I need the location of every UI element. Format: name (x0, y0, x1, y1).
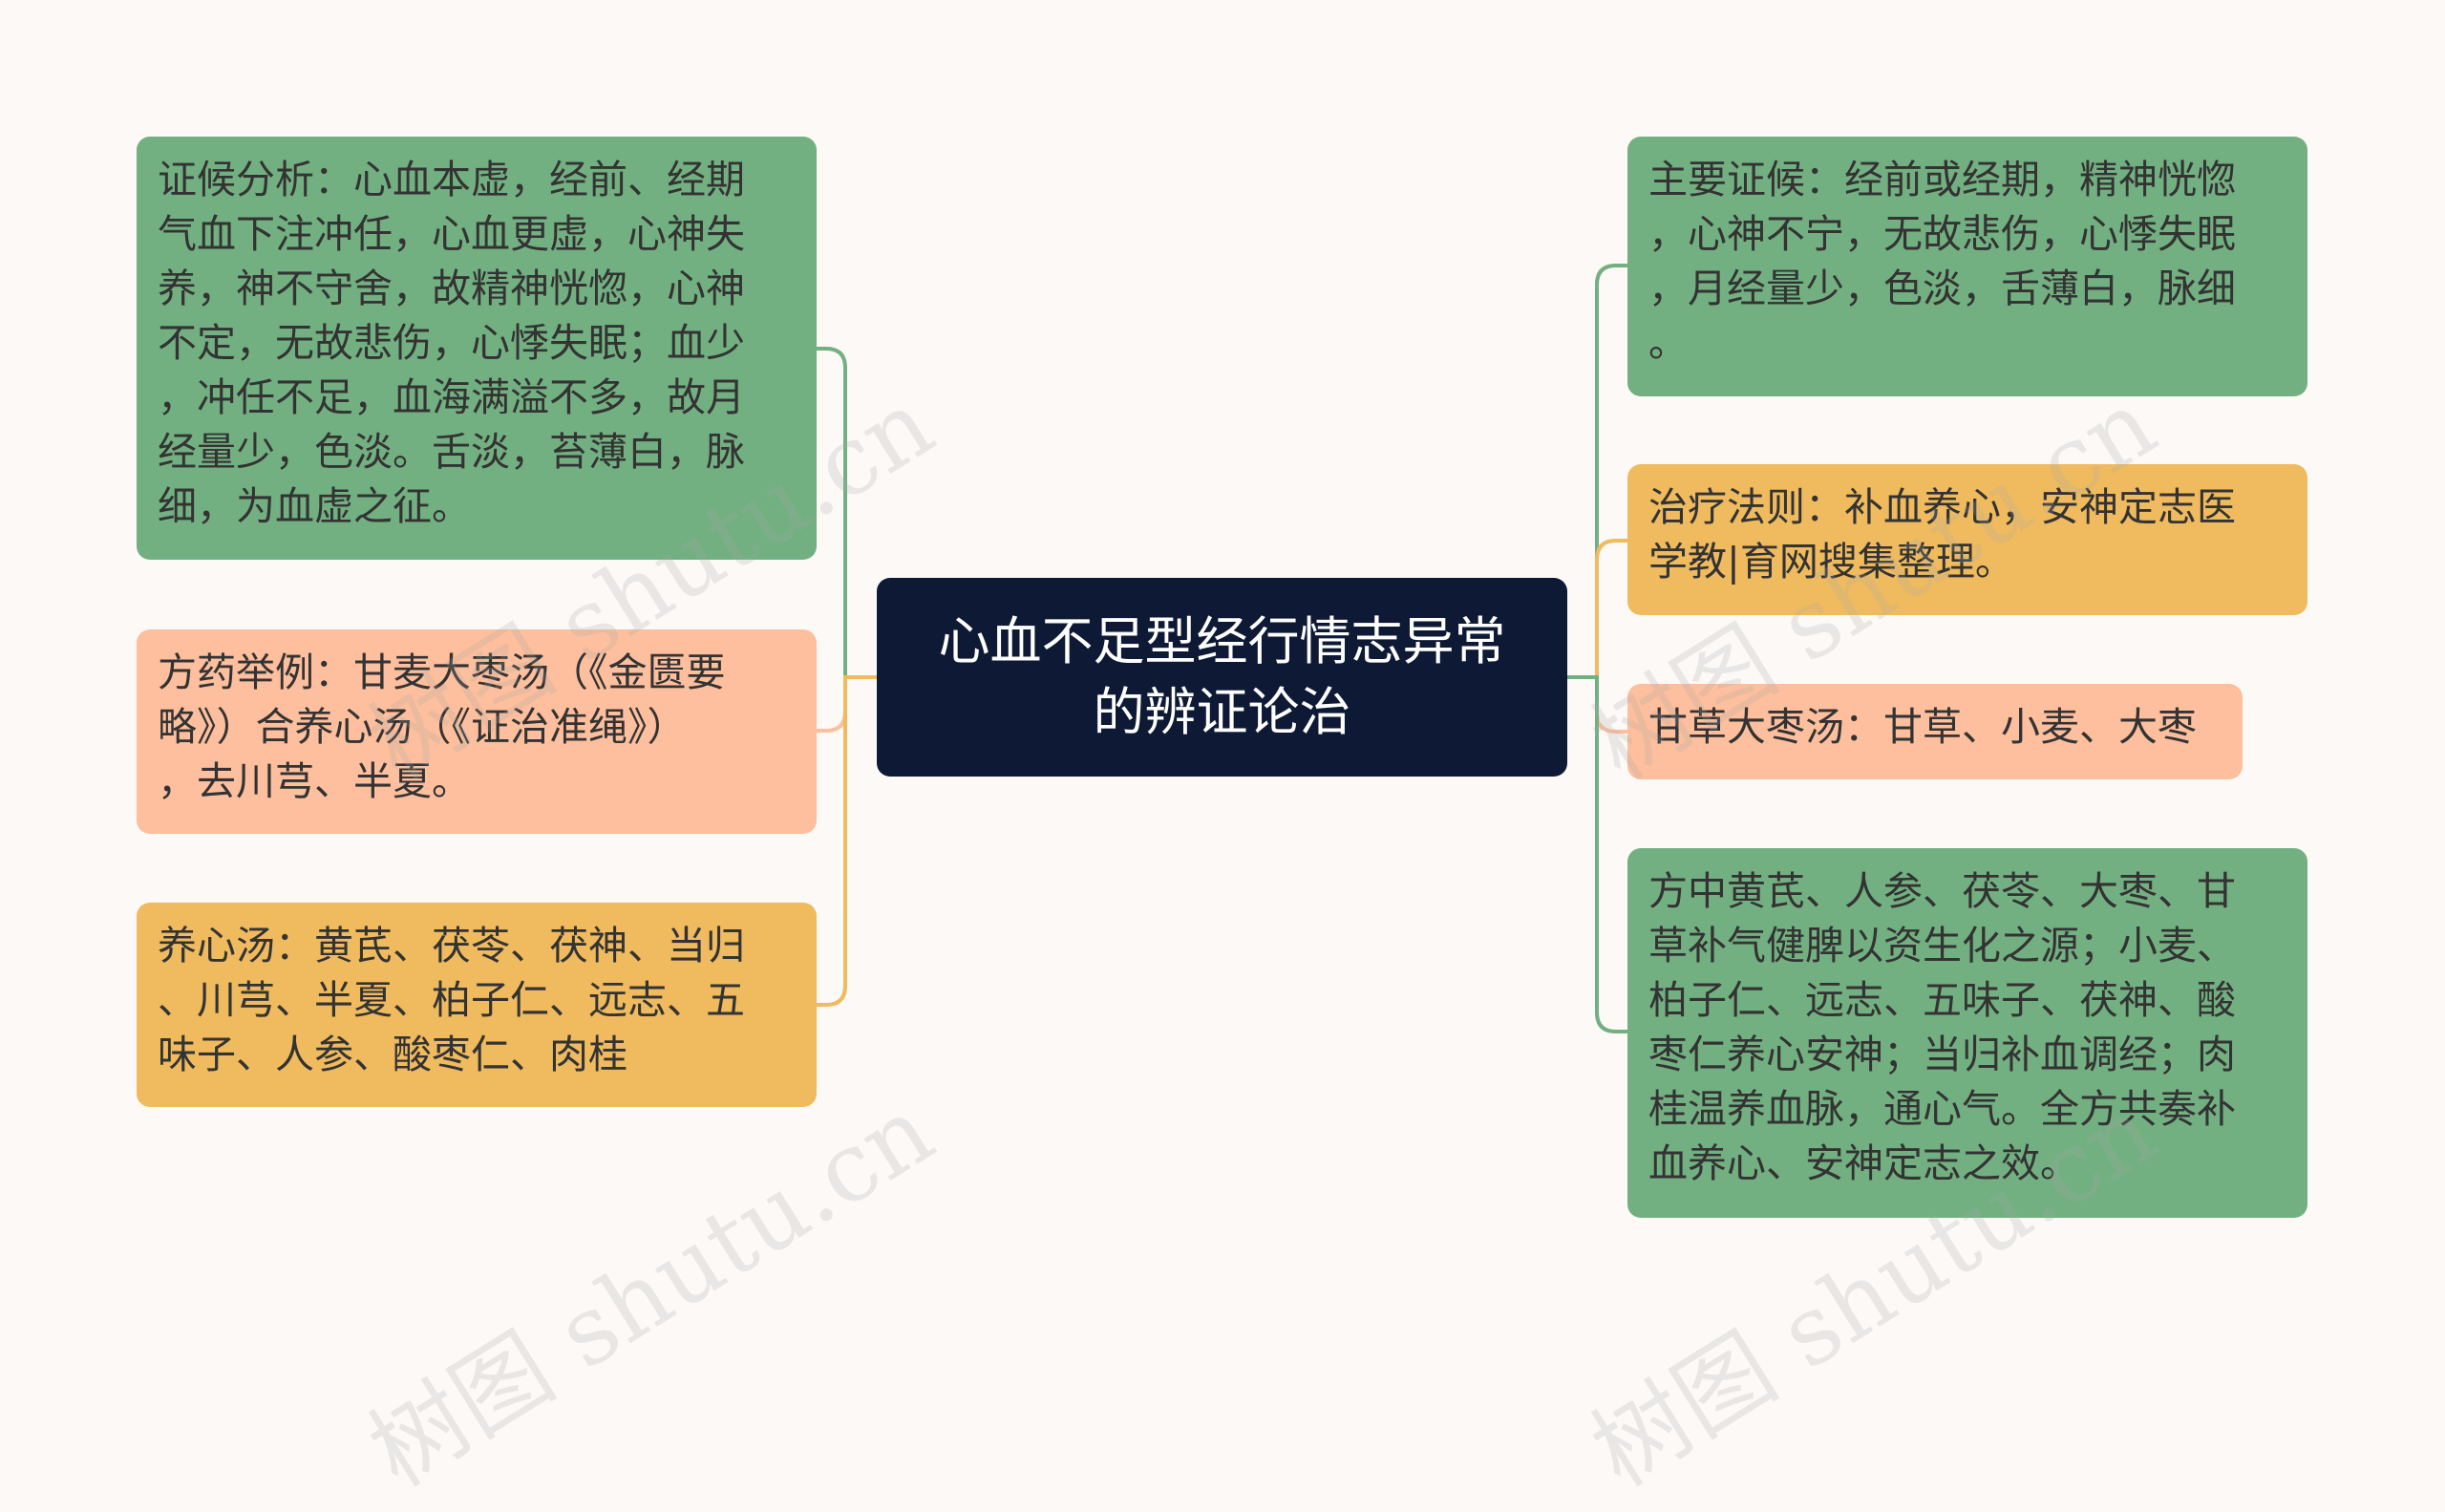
connector-lines (817, 264, 1627, 1033)
mind-map-canvas: 心血不足型经行情志异常 的辨证论治 证候分析：心血本虚，经前、经期 气血下注冲任… (137, 137, 2307, 1508)
connector-right-2 (1567, 539, 1627, 679)
right-node-gancao-dazao-decoction[interactable]: 甘草大枣汤：甘草、小麦、大枣 (1627, 684, 2243, 779)
left-node-syndrome-analysis[interactable]: 证候分析：心血本虚，经前、经期 气血下注冲任，心血更虚，心神失 养，神不守舍，故… (137, 137, 817, 560)
right-node-formula-explanation[interactable]: 方中黄芪、人参、茯苓、大枣、甘 草补气健脾以资生化之源；小麦、 柏子仁、远志、五… (1627, 848, 2307, 1218)
left-node-prescription-example[interactable]: 方药举例：甘麦大枣汤（《金匮要 略》）合养心汤（《证治准绳》） ，去川芎、半夏。 (137, 629, 817, 834)
right-node-main-symptoms[interactable]: 主要证候：经前或经期，精神恍惚 ，心神不宁，无故悲伤，心悸失眠 ，月经量少，色淡… (1627, 137, 2307, 396)
left-node-yangxin-decoction[interactable]: 养心汤：黄芪、茯苓、茯神、当归 、川芎、半夏、柏子仁、远志、五 味子、人参、酸枣… (137, 903, 817, 1107)
connector-left-1 (817, 347, 877, 679)
root-topic[interactable]: 心血不足型经行情志异常 的辨证论治 (877, 578, 1567, 777)
connector-left-3 (817, 675, 877, 1007)
connector-right-1 (1567, 264, 1627, 679)
right-node-treatment-principle[interactable]: 治疗法则：补血养心，安神定志医 学教|育网搜集整理。 (1627, 464, 2307, 615)
connector-right-4 (1567, 675, 1627, 1033)
